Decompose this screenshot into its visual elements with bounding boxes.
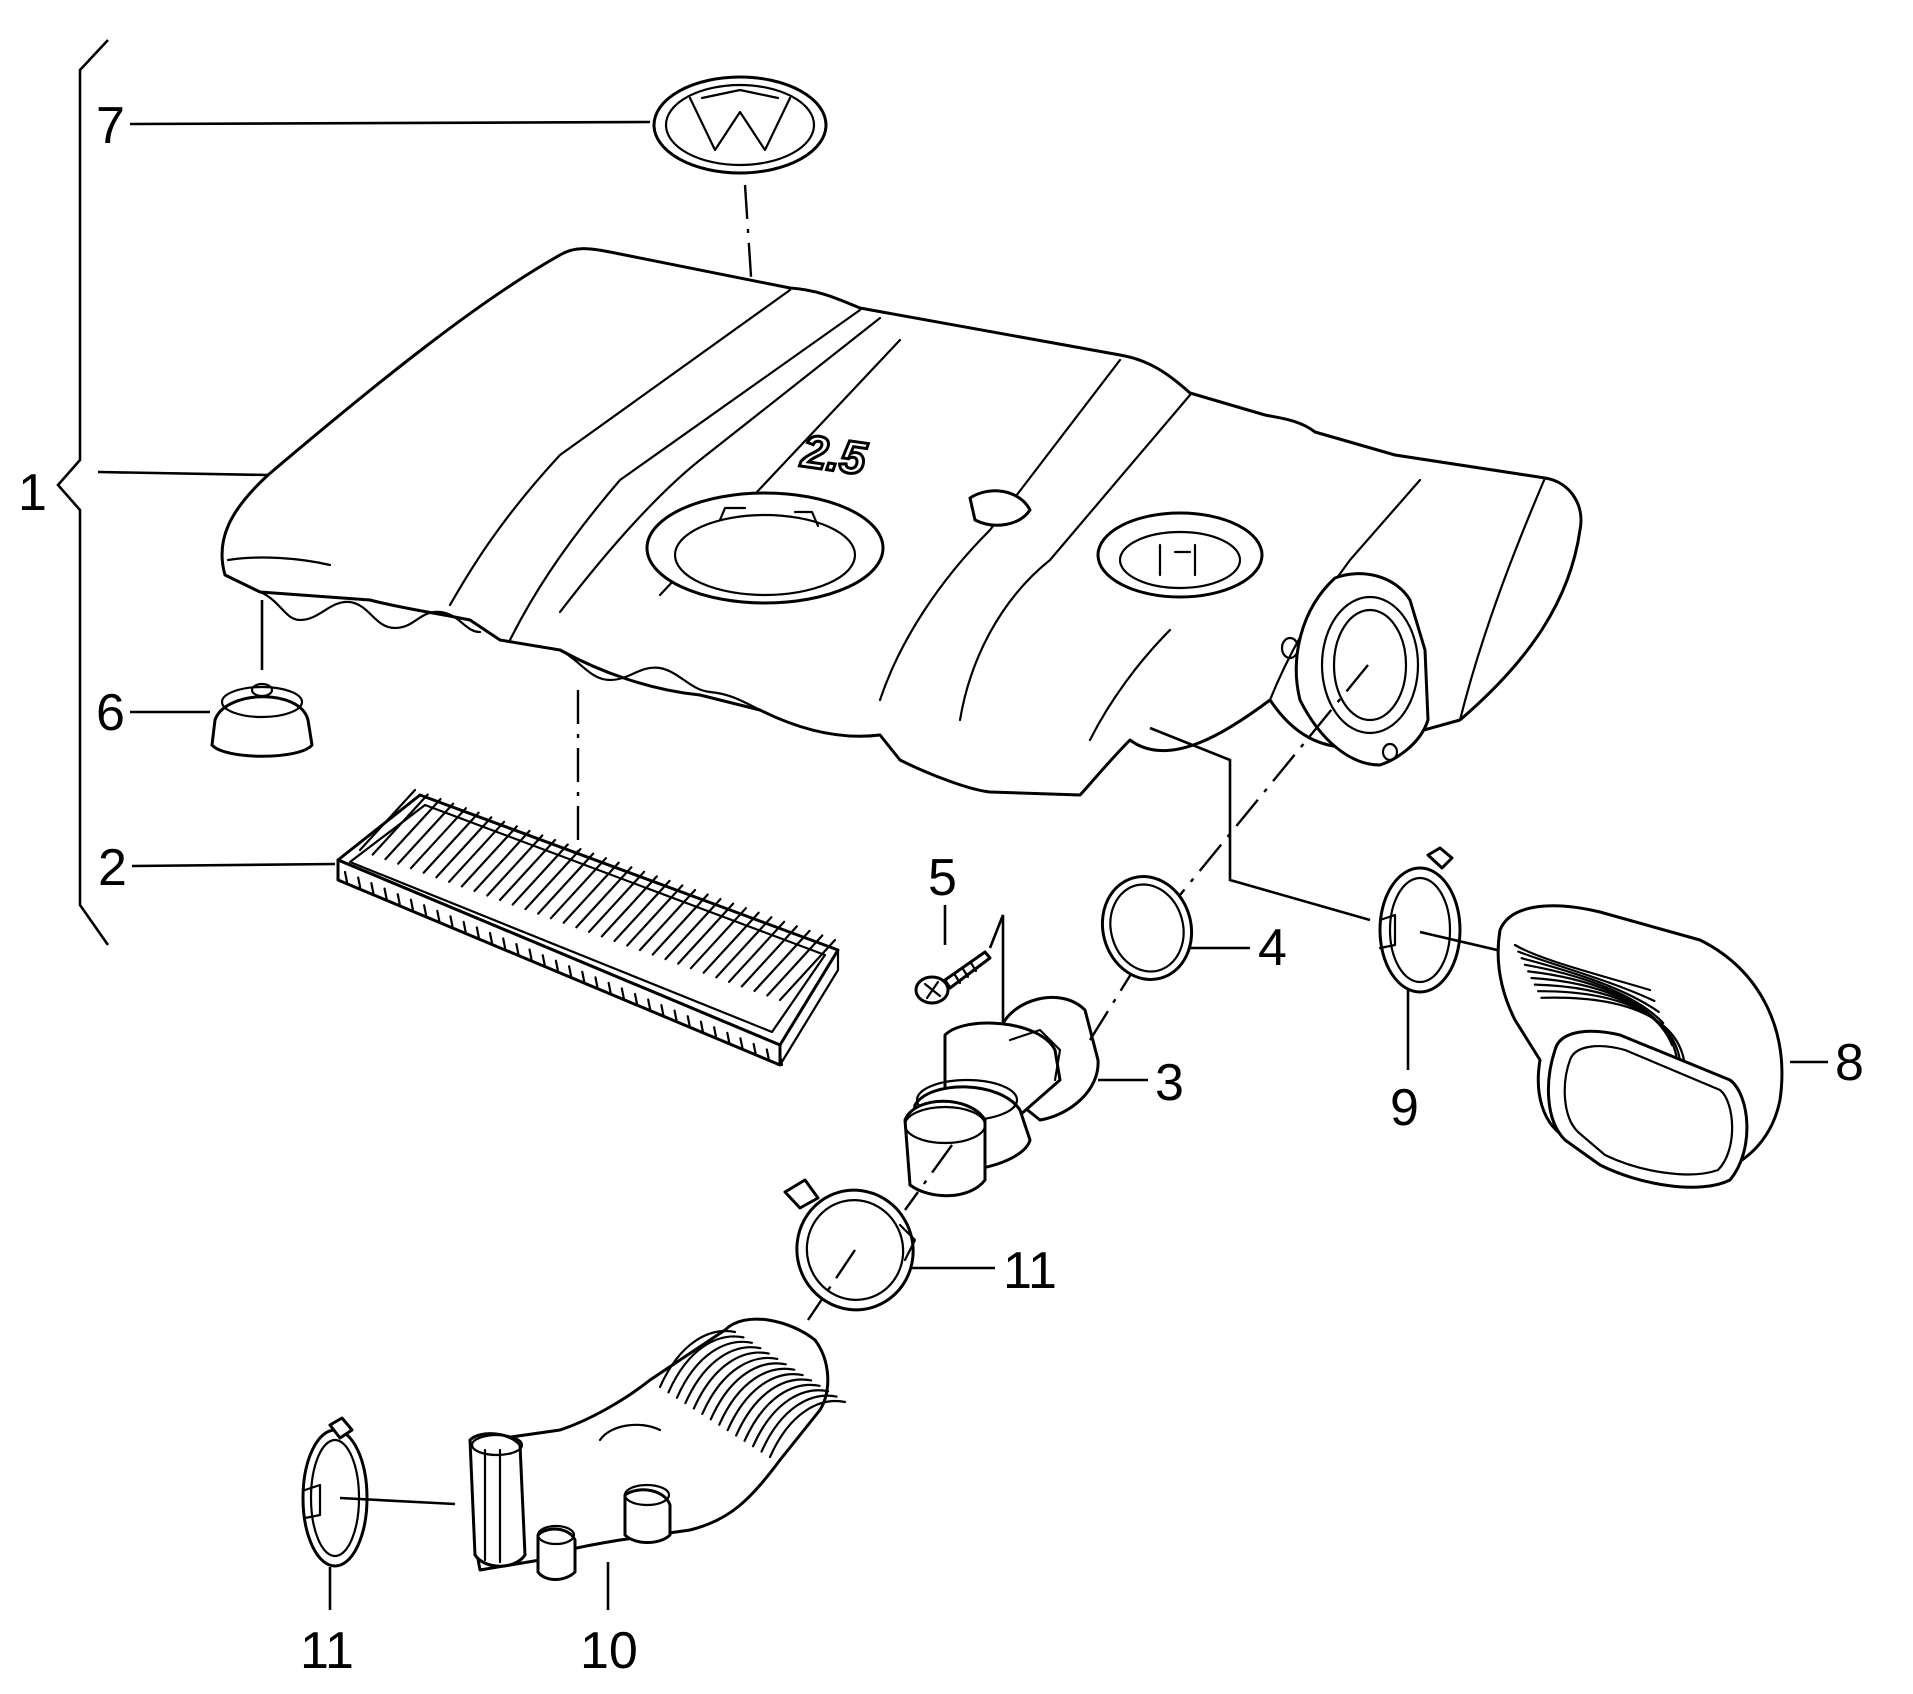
callout-1: 1 (18, 464, 47, 522)
hose-clamp-11-upper: 11 (783, 1178, 1057, 1321)
intake-hose-8: 8 (1496, 904, 1864, 1189)
callout-8: 8 (1835, 1034, 1864, 1092)
callout-9: 9 (1390, 1079, 1419, 1137)
callout-5: 5 (928, 849, 957, 907)
air-filter-element: 2 (98, 788, 840, 1067)
displacement-marking: 2.5 (798, 424, 871, 485)
sealing-ring: 4 (1100, 874, 1287, 982)
callout-11-lower: 11 (300, 1622, 354, 1680)
callout-6: 6 (96, 684, 125, 742)
intake-hose-10: 10 (468, 1317, 847, 1680)
hose-clamp-11-lower: 11 (300, 1416, 456, 1680)
callout-4: 4 (1258, 919, 1287, 977)
engine-cover: 2.5 (220, 247, 1583, 922)
air-mass-meter: 3 (903, 891, 1184, 1211)
callout-3: 3 (1155, 1054, 1184, 1112)
group-bracket: 1 (18, 39, 269, 946)
callout-2: 2 (98, 839, 127, 897)
callout-11-upper: 11 (1003, 1242, 1057, 1300)
rubber-grommet: 6 (96, 600, 314, 758)
callout-10: 10 (580, 1622, 638, 1680)
screw: 5 (914, 849, 1005, 1105)
callout-7: 7 (96, 97, 125, 155)
